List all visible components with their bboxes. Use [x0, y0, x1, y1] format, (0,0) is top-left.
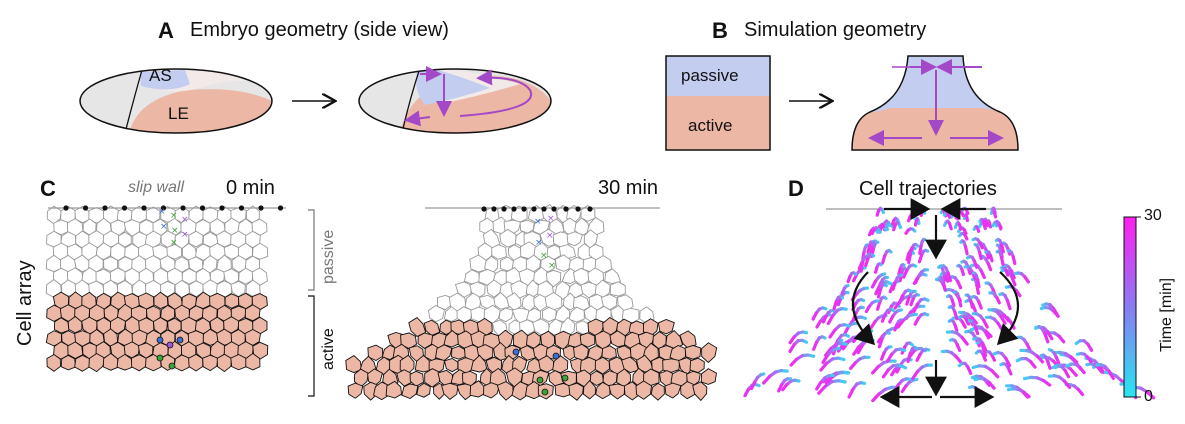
embryo-diagram-1 [79, 68, 273, 134]
label-as: AS [149, 66, 172, 85]
embryo-diagram-2 [358, 66, 552, 134]
svg-text:×: × [546, 231, 554, 241]
time-0min: 0 min [226, 177, 275, 199]
panel-d-title: Cell trajectories [859, 178, 997, 200]
cell-array-label: Cell array [14, 260, 36, 346]
wall-dots-30min [481, 206, 593, 212]
svg-text:×: × [181, 215, 189, 225]
label-passive: passive [681, 66, 739, 85]
bracket-passive-label: passive [320, 229, 337, 284]
wall-dots-0min [63, 205, 284, 211]
bracket-active [308, 295, 315, 397]
colorbar-max: 30 [1144, 207, 1162, 224]
panel-d-letter: D [788, 176, 804, 201]
panel-a-title: Embryo geometry (side view) [190, 19, 449, 41]
svg-text:×: × [158, 207, 166, 217]
panel-b-letter: B [712, 18, 728, 43]
tracked-cell-markers-0min: ××××××× [156, 207, 189, 370]
bracket-active-label: active [320, 328, 337, 370]
panel-c-letter: C [40, 176, 56, 201]
colorbar-min: 0 [1144, 388, 1153, 405]
svg-text:×: × [535, 238, 543, 248]
svg-text:×: × [548, 261, 556, 271]
svg-text:×: × [160, 222, 168, 232]
cell-array-0min [45, 205, 269, 373]
colorbar-label: Time [min] [1158, 277, 1175, 352]
bracket-passive [308, 209, 315, 291]
flow-arrows [851, 198, 1020, 408]
svg-text:×: × [547, 214, 555, 224]
cell-trajectories-plot [743, 206, 1156, 403]
panel-a-letter: A [158, 18, 174, 43]
label-le: LE [168, 104, 189, 123]
svg-text:×: × [170, 238, 178, 248]
svg-text:×: × [170, 211, 178, 221]
colorbar [1123, 216, 1137, 398]
cell-array-30min [345, 204, 718, 402]
svg-text:×: × [540, 251, 548, 261]
panel-b-title: Simulation geometry [744, 19, 927, 41]
label-active: active [688, 116, 733, 135]
tracked-cell-markers-30min: ×××××× [512, 214, 569, 396]
simulation-bell-shape [851, 55, 1019, 151]
svg-text:×: × [181, 230, 189, 240]
time-30min: 30 min [598, 177, 659, 199]
simulation-square [665, 55, 771, 151]
slip-wall-label: slip wall [128, 179, 185, 196]
svg-text:×: × [171, 226, 179, 236]
svg-text:×: × [534, 217, 542, 227]
